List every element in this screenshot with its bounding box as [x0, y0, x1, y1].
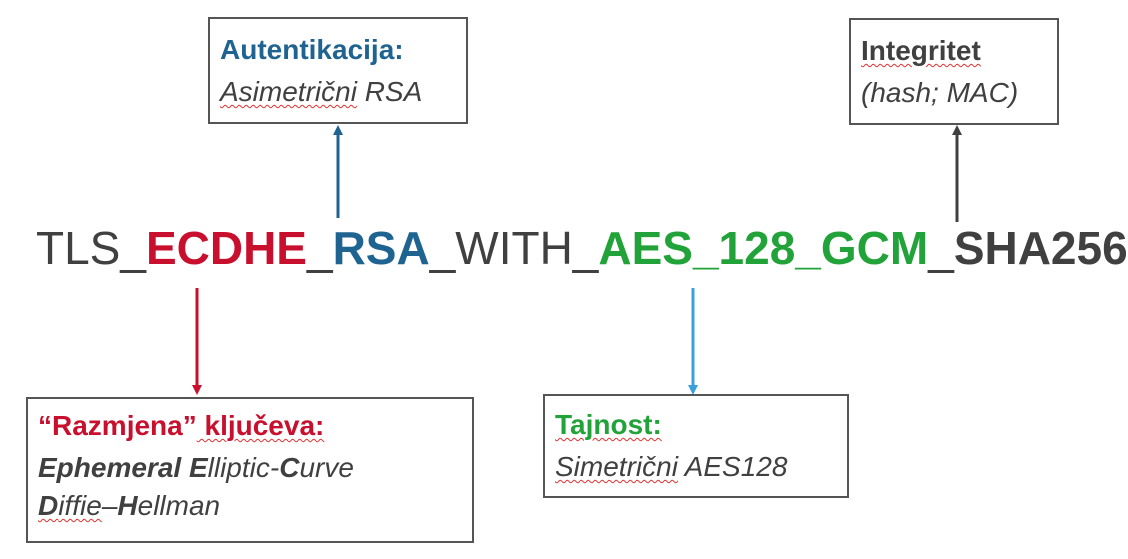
auth-sub-rest: RSA [356, 76, 423, 107]
suite-tls: TLS_ [36, 222, 146, 274]
exchange-letter-e: E [188, 452, 208, 483]
exchange-letter-c: C [279, 452, 300, 483]
suite-rsa: RSA [332, 222, 430, 274]
exchange-urve: urve [299, 452, 354, 483]
exchange-line-2: Diffie–Hellman [38, 487, 472, 525]
exchange-title: “Razmjena” ključeva: [38, 409, 472, 443]
cipher-suite-name: TLS_ECDHE_RSA_WITH_AES_128_GCM_SHA256 [36, 218, 1128, 278]
secrecy-box: Tajnost: Simetrični AES128 [543, 394, 849, 498]
auth-box: Autentikacija: Asimetrični RSA [208, 17, 468, 124]
auth-subtitle: Asimetrični RSA [220, 73, 466, 111]
auth-title: Autentikacija: [220, 34, 404, 65]
exchange-line-1: Ephemeral Elliptic-Curve [38, 449, 472, 487]
auth-sub-word: Asimetrični [220, 76, 357, 107]
suite-sep-1: _ [306, 222, 333, 274]
secrecy-title: Tajnost: [555, 409, 662, 440]
exchange-title-quoted: “Razmjena” [38, 410, 197, 441]
exchange-lliptic: lliptic- [207, 452, 280, 483]
exchange-letter-h: H [117, 490, 138, 521]
arrows-layer [192, 125, 962, 395]
suite-aes: AES_128_GCM [598, 222, 929, 274]
suite-ecdhe: ECDHE [145, 222, 307, 274]
exchange-iffie: iffie [58, 490, 102, 521]
exchange-letter-d: D [38, 490, 59, 521]
secrecy-sub-word: Simetrični [555, 451, 678, 482]
suite-sha: SHA256 [953, 222, 1128, 274]
secrecy-subtitle: Simetrični AES128 [555, 448, 847, 486]
secrecy-sub-rest: AES128 [677, 451, 788, 482]
integrity-subtitle: (hash; MAC) [861, 77, 1019, 108]
exchange-ellman: ellman [137, 490, 221, 521]
exchange-ephemeral: Ephemeral [38, 452, 182, 483]
exchange-dash: – [101, 490, 118, 521]
exchange-box: “Razmjena” ključeva: Ephemeral Elliptic-… [26, 397, 474, 543]
integrity-title: Integritet [861, 35, 981, 66]
exchange-space [181, 452, 189, 483]
suite-sep-2: _ [928, 222, 954, 274]
integrity-box: Integritet (hash; MAC) [849, 18, 1059, 125]
suite-with: _WITH_ [429, 222, 599, 274]
exchange-title-rest: ključeva: [196, 410, 325, 441]
